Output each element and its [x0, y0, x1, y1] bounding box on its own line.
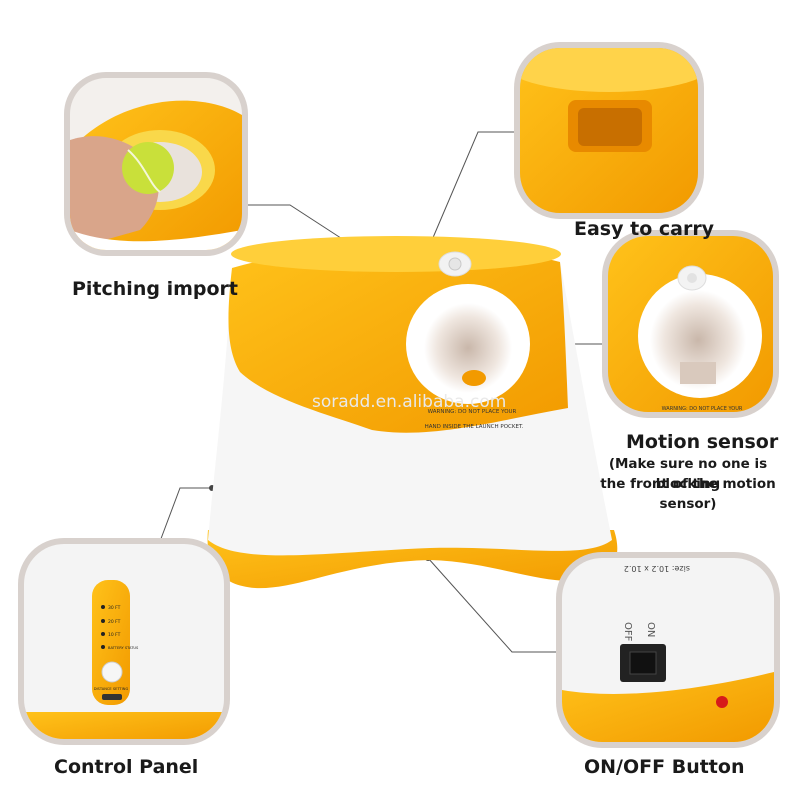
setting-10: 10 FT: [108, 632, 121, 638]
line-power: [427, 557, 565, 653]
detail-panel: 30 FT 20 FT 10 FT BATTERY STATUS DISTANC…: [18, 538, 230, 745]
line-pitching: [244, 204, 348, 243]
label-carry: Easy to carry: [574, 218, 715, 240]
size-text: size: 10.2 x 10.2: [624, 564, 690, 573]
setting-30: 30 FT: [108, 605, 121, 611]
label-motion: Motion sensor: [626, 431, 779, 453]
ball-launcher-product: WARNING: DO NOT PLACE YOUR HAND INSIDE T…: [207, 236, 618, 589]
warning-line1: WARNING: DO NOT PLACE YOUR: [428, 409, 517, 415]
line-carry: [431, 131, 520, 241]
distance-caption: DISTANCE SETTING: [94, 687, 129, 691]
label-panel: Control Panel: [54, 756, 199, 778]
detail-power: OFF ON size: 10.2 x 10.2: [556, 552, 780, 748]
on-label: ON: [645, 622, 656, 637]
label-pitching: Pitching import: [72, 278, 238, 300]
off-label: OFF: [622, 622, 633, 642]
distance-button: [101, 661, 123, 683]
motion-note-2: the front of the motion sensor): [600, 476, 776, 512]
warning-line2: HAND INSIDE THE LAUNCH POCKET.: [425, 424, 524, 430]
usb-port: [102, 694, 122, 700]
tennis-ball: [122, 142, 174, 194]
product-top-rim: [231, 236, 561, 272]
setting-20: 20 FT: [108, 619, 121, 625]
motion-note-1: (Make sure no one is blocking: [608, 456, 768, 492]
detail-carry: [514, 42, 704, 219]
sensor-warning-text: WARNING: DO NOT PLACE YOUR: [662, 406, 743, 412]
label-power: ON/OFF Button: [584, 756, 745, 778]
red-indicator: [716, 696, 728, 708]
watermark: soradd.en.alibaba.com: [312, 392, 507, 412]
setting-battery: BATTERY STATUS: [108, 646, 139, 650]
launch-pocket: [424, 303, 512, 393]
detail-motion: WARNING: DO NOT PLACE YOUR: [602, 230, 779, 418]
detail-pitching: [64, 72, 248, 256]
